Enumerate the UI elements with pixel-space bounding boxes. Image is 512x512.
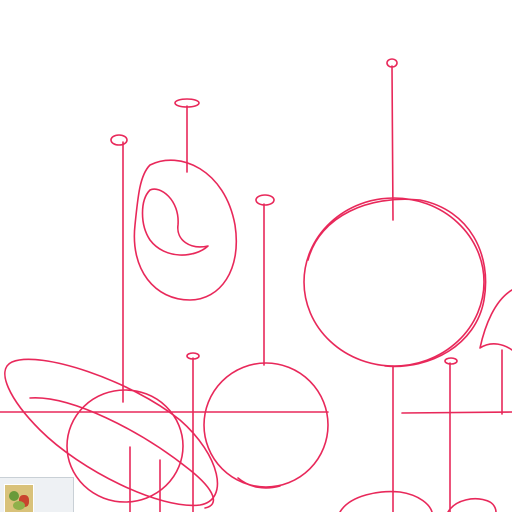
ornament-ball-3 bbox=[204, 363, 328, 487]
image-thumbnail-icon bbox=[4, 484, 34, 512]
ornament-ball-1 bbox=[67, 390, 183, 502]
ornament-egg-2 bbox=[134, 160, 236, 300]
image-thumbnail[interactable] bbox=[0, 477, 74, 512]
ornament-loop-3 bbox=[256, 195, 274, 205]
ornament-bottom-2 bbox=[448, 499, 496, 512]
ornament-loop-1 bbox=[111, 135, 127, 145]
ornament-loop-6 bbox=[445, 358, 457, 364]
ornament-string-5 bbox=[392, 66, 393, 220]
shelf-line-right bbox=[402, 412, 512, 413]
ornament-crescent-2 bbox=[143, 189, 209, 255]
ornament-bottom-1 bbox=[340, 492, 432, 512]
sketch-strokes bbox=[0, 59, 512, 512]
